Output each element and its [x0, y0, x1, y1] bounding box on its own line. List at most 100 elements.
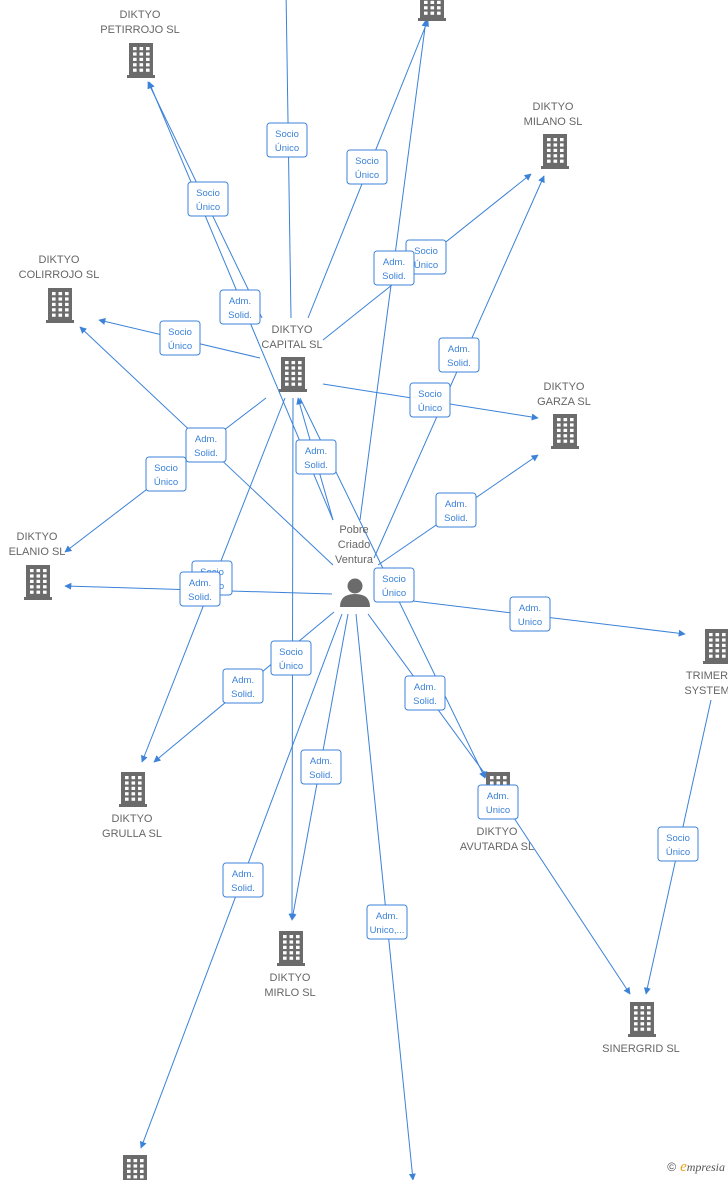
node-milano[interactable]: DIKTYO MILANO SL — [524, 101, 583, 169]
edge-label-line: Adm. — [383, 257, 405, 268]
edge-label-line: Adm. — [195, 434, 217, 445]
node-label: ELANIO SL — [9, 546, 66, 558]
building-icon — [541, 134, 569, 169]
edge-label[interactable]: Adm.Solid. — [219, 289, 261, 325]
node-label: DIKTYO — [544, 381, 585, 393]
node-label: GARZA SL — [537, 396, 591, 408]
edge-label-line: Único — [196, 202, 220, 213]
edge-label-line: Único — [382, 588, 406, 599]
node-label: GRULLA SL — [102, 828, 162, 840]
node-trimer[interactable]: TRIMER SYSTEM — [684, 629, 728, 697]
node-label: DIKTYO — [120, 9, 161, 21]
edge-label[interactable]: Adm.Solid. — [404, 675, 446, 711]
node-bottom[interactable] — [121, 1155, 149, 1180]
edge-label-line: Adm. — [519, 603, 541, 614]
edge-label-line: Solid. — [447, 358, 471, 369]
edge-label-line: Socio — [355, 156, 379, 167]
edge-label[interactable]: Adm. Solid. — [438, 337, 480, 373]
edge-label-line: Adm. — [232, 869, 254, 880]
node-label: DIKTYO — [17, 531, 58, 543]
edge-label-line: Socio — [414, 246, 438, 257]
edge-label-line: Solid. — [231, 689, 255, 700]
edge-label-line: Adm. — [310, 756, 332, 767]
edge-label-line: Socio — [382, 574, 406, 585]
edge-labels-layer: SocioÚnicoSocioÚnicoSocioÚnicoSocioÚnico… — [145, 122, 699, 940]
building-icon — [46, 288, 74, 323]
building-icon — [119, 772, 147, 807]
edge-label[interactable]: Adm. Solid. — [300, 749, 342, 785]
edge-label-line: Socio — [275, 129, 299, 140]
edge-label[interactable]: Adm.Solid. — [222, 862, 264, 898]
edge-label-line: Único — [275, 143, 299, 154]
edge-label-line: Adm. — [376, 911, 398, 922]
edge-label-line: Unico — [486, 805, 510, 816]
node-petirrojo[interactable]: DIKTYO PETIRROJO SL — [100, 9, 180, 78]
edge-label-line: Adm. — [448, 344, 470, 355]
edge-label[interactable]: Adm.Solid. — [222, 668, 264, 704]
edge-person-to-bottom — [355, 613, 416, 1180]
edge-label[interactable]: Adm.Solid. — [179, 571, 221, 607]
edge-label[interactable]: Adm.Unico,... — [366, 904, 408, 940]
node-label: SINERGRID SL — [602, 1043, 680, 1055]
node-label: Pobre — [339, 524, 368, 536]
node-label: DIKTYO — [477, 826, 518, 838]
edge-label-line: Adm. — [305, 446, 327, 457]
node-garza[interactable]: DIKTYO GARZA SL — [537, 381, 591, 449]
building-icon — [418, 0, 446, 21]
person-icon — [340, 578, 370, 607]
edge-label[interactable]: Adm. Solid. — [295, 439, 337, 475]
edge-label-line: Único — [355, 170, 379, 181]
edge-label-line: Adm. — [445, 499, 467, 510]
node-label: MIRLO SL — [264, 987, 315, 999]
edge-label-line: Solid. — [228, 310, 252, 321]
edge-label[interactable]: Adm.Solid. — [373, 250, 415, 286]
node-sinergrid[interactable]: SINERGRID SL — [602, 1002, 680, 1055]
node-label: SYSTEM — [684, 685, 728, 697]
edge-label[interactable]: Adm. Solid. — [185, 427, 227, 463]
edge-label-line: Socio — [418, 389, 442, 400]
edge-label-line: Solid. — [304, 460, 328, 471]
building-icon — [277, 931, 305, 966]
node-label: DIKTYO — [533, 101, 574, 113]
node-label: DIKTYO — [270, 972, 311, 984]
node-label: MILANO SL — [524, 116, 583, 128]
edge-label-line: Solid. — [444, 513, 468, 524]
edge-label-line: Solid. — [194, 448, 218, 459]
edge-label-line: Único — [666, 847, 690, 858]
node-label: TRIMER — [686, 670, 728, 682]
node-label: AVUTARDA SL — [460, 841, 534, 853]
node-mirlo[interactable]: DIKTYO MIRLO SL — [264, 931, 316, 999]
edge-label-line: Único — [168, 341, 192, 352]
edge-label[interactable]: Adm.Unico — [477, 784, 519, 820]
edge-label-line: Único — [154, 477, 178, 488]
edge-label-line: Socio — [279, 647, 303, 658]
edge-label-line: Socio — [196, 188, 220, 199]
node-elanio[interactable]: DIKTYO ELANIO SL — [9, 531, 66, 600]
edge-capital-to-top — [285, 0, 292, 319]
edge-label-line: Único — [279, 661, 303, 672]
node-label: PETIRROJO SL — [100, 24, 179, 36]
brand-watermark: ©empresia — [667, 1159, 725, 1176]
edge-label[interactable]: Adm.Unico — [509, 596, 551, 632]
node-top[interactable] — [418, 0, 446, 21]
copyright-symbol: © — [667, 1160, 677, 1174]
edge-label[interactable]: Adm. Solid. — [435, 492, 477, 528]
edge-label-line: Solid. — [413, 696, 437, 707]
edge-label-line: Solid. — [309, 770, 333, 781]
edge-label-line: Socio — [154, 463, 178, 474]
